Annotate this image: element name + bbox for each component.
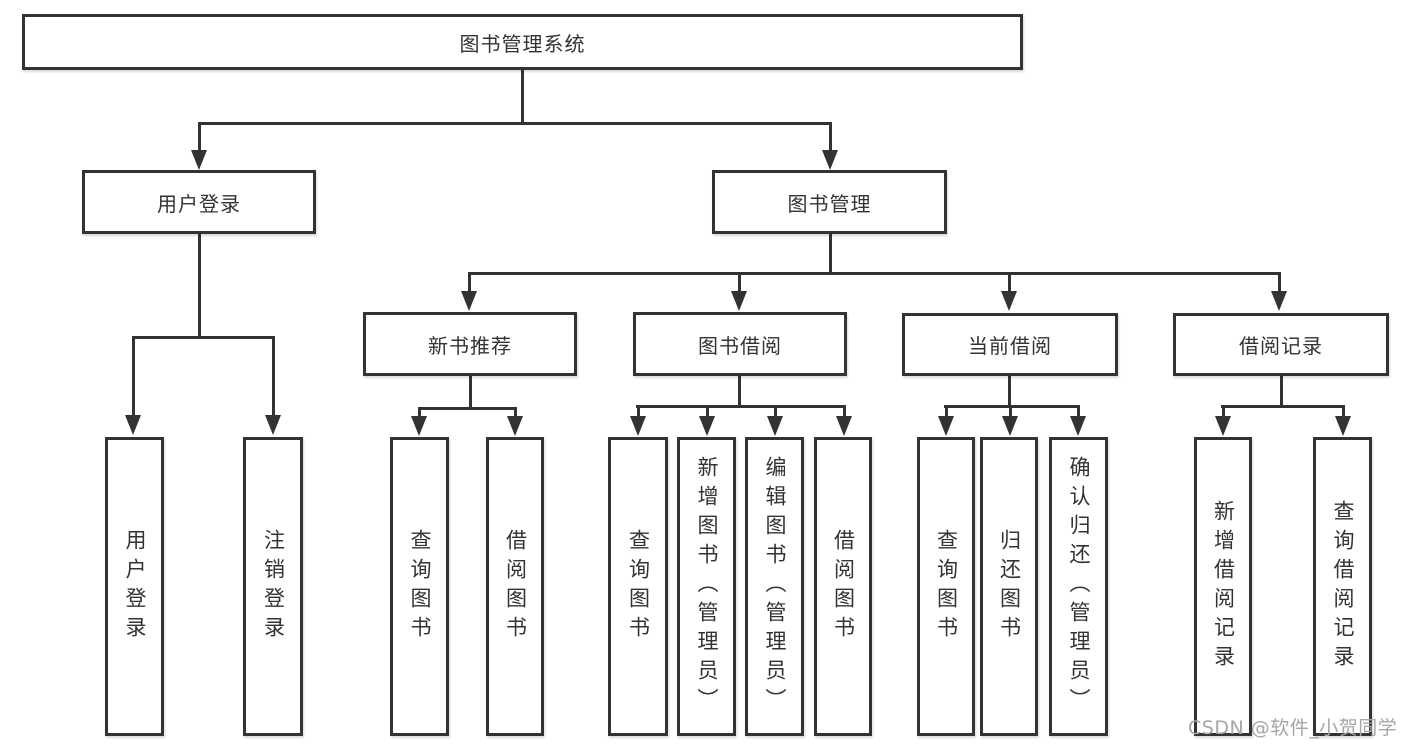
arrow-to-leaf-logout (265, 336, 281, 435)
arrow-to-edit-book (767, 405, 783, 436)
connector-records-drop (1280, 375, 1283, 408)
node-borrow-records: 借阅记录 (1173, 313, 1389, 376)
node-user-login: 用户登录 (82, 170, 316, 234)
node-book-management: 图书管理 (712, 170, 947, 234)
arrow-to-borrow-records (1271, 272, 1287, 311)
arrow-to-add-book (699, 405, 715, 436)
arrow-to-book-borrow (731, 272, 747, 311)
leaf-return-books-label: 归还图书 (997, 528, 1022, 645)
node-root-label: 图书管理系统 (459, 31, 586, 56)
leaf-query-books-recommend: 查询图书 (390, 437, 449, 736)
leaf-logout-label: 注销登录 (261, 528, 286, 645)
leaf-query-borrow-record-label: 查询借阅记录 (1331, 499, 1355, 674)
connector-records-branch (1221, 405, 1345, 408)
node-new-book-recommend: 新书推荐 (363, 312, 577, 376)
leaf-query-books-current: 查询图书 (917, 437, 975, 736)
node-root: 图书管理系统 (22, 14, 1023, 70)
arrow-to-query-record (1335, 405, 1351, 436)
arrow-to-return-books (1002, 405, 1018, 436)
node-book-management-label: 图书管理 (787, 191, 872, 216)
leaf-borrow-books-borrow-label: 借阅图书 (831, 528, 856, 645)
node-current-borrow: 当前借阅 (902, 313, 1118, 376)
csdn-watermark: CSDN @软件_小贺同学 (1188, 717, 1398, 739)
arrow-to-borrow-books-1 (507, 407, 523, 436)
connector-current-drop (1008, 375, 1011, 408)
arrow-to-borrow-books-2 (836, 405, 852, 436)
leaf-query-books-borrow-label: 查询图书 (626, 528, 651, 645)
arrow-to-current-borrow (1001, 272, 1017, 311)
connector-user-login-branch (132, 336, 275, 339)
leaf-user-login: 用户登录 (105, 437, 164, 736)
node-book-borrow-label: 图书借阅 (698, 333, 782, 358)
arrow-to-confirm-return (1070, 405, 1086, 436)
leaf-borrow-books-borrow: 借阅图书 (814, 437, 872, 736)
leaf-query-books-current-label: 查询图书 (934, 528, 959, 645)
leaf-borrow-books-recommend: 借阅图书 (486, 437, 544, 736)
connector-user-login-drop (198, 233, 201, 339)
leaf-add-borrow-record: 新增借阅记录 (1194, 437, 1252, 736)
leaf-borrow-books-recommend-label: 借阅图书 (503, 528, 528, 645)
connector-current-branch (944, 405, 1080, 408)
connector-root-drop (521, 69, 524, 125)
leaf-confirm-return-admin: 确认归还（管理员） (1049, 437, 1108, 736)
leaf-confirm-return-admin-label: 确认归还（管理员） (1067, 456, 1091, 717)
connector-recommend-drop (469, 376, 472, 410)
leaf-query-books-recommend-label: 查询图书 (408, 528, 432, 645)
leaf-query-books-borrow: 查询图书 (608, 437, 668, 736)
connector-recommend-branch (418, 407, 517, 410)
arrow-to-query-books-2 (630, 405, 646, 436)
leaf-add-book-admin-label: 新增图书（管理员） (695, 456, 719, 717)
arrow-to-add-record (1215, 405, 1231, 436)
arrow-to-query-books-3 (938, 405, 954, 436)
node-current-borrow-label: 当前借阅 (968, 334, 1052, 358)
node-borrow-records-label: 借阅记录 (1239, 334, 1323, 358)
leaf-edit-book-admin-label: 编辑图书（管理员） (763, 456, 787, 717)
connector-level3-branch (468, 272, 1281, 275)
connector-borrow-branch (636, 405, 846, 408)
node-user-login-label: 用户登录 (157, 191, 241, 216)
connector-book-mgmt-drop (829, 233, 832, 275)
leaf-return-books: 归还图书 (980, 437, 1038, 736)
leaf-add-borrow-record-label: 新增借阅记录 (1211, 499, 1236, 674)
connector-level2-branch (198, 122, 832, 125)
leaf-user-login-label: 用户登录 (123, 528, 147, 645)
leaf-edit-book-admin: 编辑图书（管理员） (745, 437, 804, 736)
arrow-to-leaf-user-login (125, 336, 141, 435)
arrow-to-book-management (822, 122, 838, 170)
node-new-book-recommend-label: 新书推荐 (428, 333, 512, 358)
leaf-logout: 注销登录 (243, 437, 303, 736)
arrow-to-new-book-recommend (461, 272, 477, 311)
arrow-to-query-books-1 (411, 407, 427, 436)
arrow-to-user-login (191, 122, 207, 170)
connector-borrow-drop (738, 376, 741, 408)
leaf-add-book-admin: 新增图书（管理员） (677, 437, 736, 736)
node-book-borrow: 图书借阅 (633, 312, 847, 376)
leaf-query-borrow-record: 查询借阅记录 (1313, 437, 1372, 736)
